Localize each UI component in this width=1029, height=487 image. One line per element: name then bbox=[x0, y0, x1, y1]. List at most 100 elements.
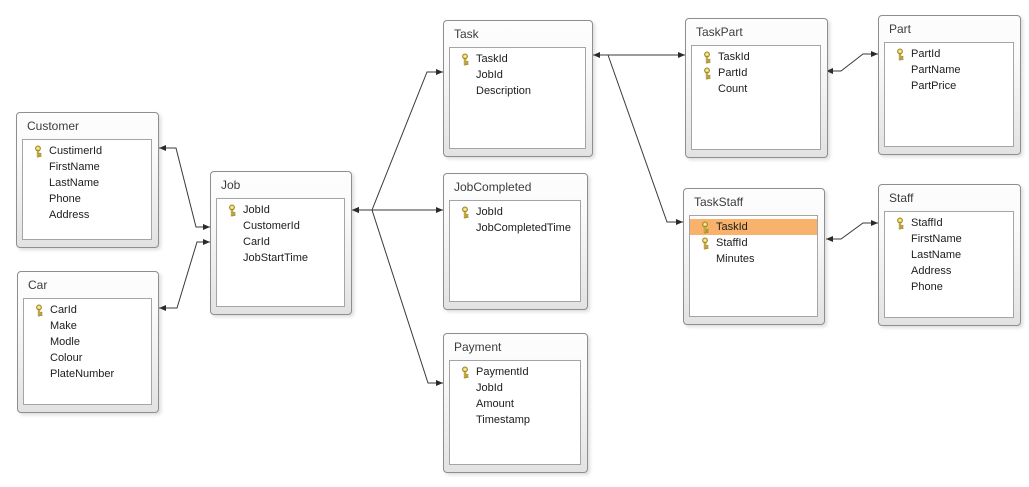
field-row-customer-phone[interactable]: Phone bbox=[23, 191, 151, 207]
relationship-arrowhead bbox=[871, 51, 878, 57]
table-title-jobcompleted[interactable]: JobCompleted bbox=[454, 180, 532, 194]
field-row-staff-address[interactable]: Address bbox=[885, 263, 1013, 279]
field-row-car-carid[interactable]: CarId bbox=[24, 302, 151, 318]
field-row-part-partid[interactable]: PartId bbox=[885, 46, 1013, 62]
field-name: PartId bbox=[718, 67, 748, 79]
field-row-job-jobid[interactable]: JobId bbox=[217, 202, 344, 218]
primary-key-icon bbox=[892, 48, 908, 61]
primary-key-icon bbox=[30, 145, 46, 158]
relationship-line-taskstaff-staff[interactable] bbox=[826, 220, 878, 242]
field-row-taskpart-taskid[interactable]: TaskId bbox=[692, 49, 820, 65]
field-row-task-description[interactable]: Description bbox=[450, 83, 585, 99]
table-title-customer[interactable]: Customer bbox=[27, 119, 80, 133]
field-row-jobcompleted-jobcompletedtime[interactable]: JobCompletedTime bbox=[450, 220, 580, 236]
field-row-taskstaff-taskid[interactable]: TaskId bbox=[690, 219, 817, 235]
primary-key-icon bbox=[31, 304, 47, 317]
field-row-task-taskid[interactable]: TaskId bbox=[450, 51, 585, 67]
relationship-arrowhead bbox=[678, 52, 685, 58]
field-row-staff-phone[interactable]: Phone bbox=[885, 279, 1013, 295]
field-row-payment-jobid[interactable]: JobId bbox=[450, 380, 580, 396]
field-row-taskpart-partid[interactable]: PartId bbox=[692, 65, 820, 81]
field-row-payment-paymentid[interactable]: PaymentId bbox=[450, 364, 580, 380]
relationship-line-taskpart-part[interactable] bbox=[826, 51, 878, 74]
field-row-car-make[interactable]: Make bbox=[24, 318, 151, 334]
field-name: Description bbox=[476, 85, 532, 97]
field-row-job-carid[interactable]: CarId bbox=[217, 234, 344, 250]
table-title-task[interactable]: Task bbox=[454, 27, 479, 41]
field-row-part-partprice[interactable]: PartPrice bbox=[885, 78, 1013, 94]
field-row-jobcompleted-jobid[interactable]: JobId bbox=[450, 204, 580, 220]
field-name: PlateNumber bbox=[50, 368, 115, 380]
table-title-job[interactable]: Job bbox=[221, 178, 241, 192]
field-row-car-platenumber[interactable]: PlateNumber bbox=[24, 366, 151, 382]
field-row-part-partname[interactable]: PartName bbox=[885, 62, 1013, 78]
field-row-job-jobstarttime[interactable]: JobStartTime bbox=[217, 250, 344, 266]
table-title-car[interactable]: Car bbox=[28, 278, 48, 292]
relationship-arrowhead bbox=[676, 219, 683, 225]
field-name: LastName bbox=[49, 177, 100, 189]
relationship-arrowhead bbox=[826, 68, 833, 74]
field-name: JobStartTime bbox=[243, 252, 309, 264]
primary-key-icon bbox=[699, 51, 715, 64]
field-name: TaskId bbox=[476, 53, 508, 65]
relationship-line-task-taskpart[interactable] bbox=[593, 52, 685, 58]
field-row-task-jobid[interactable]: JobId bbox=[450, 67, 585, 83]
relationship-line-job-task[interactable] bbox=[352, 69, 443, 213]
field-row-car-colour[interactable]: Colour bbox=[24, 350, 151, 366]
field-name: StaffId bbox=[716, 237, 748, 249]
field-name: Timestamp bbox=[476, 414, 530, 426]
relationship-line-job-payment[interactable] bbox=[352, 207, 443, 386]
table-title-staff[interactable]: Staff bbox=[889, 191, 914, 205]
field-row-staff-staffid[interactable]: StaffId bbox=[885, 215, 1013, 231]
relationship-line-task-taskstaff[interactable] bbox=[607, 54, 683, 225]
field-row-taskpart-count[interactable]: Count bbox=[692, 81, 820, 97]
field-row-taskstaff-staffid[interactable]: StaffId bbox=[690, 235, 817, 251]
field-row-taskstaff-minutes[interactable]: Minutes bbox=[690, 251, 817, 267]
field-row-job-customerid[interactable]: CustomerId bbox=[217, 218, 344, 234]
field-name: TaskId bbox=[718, 51, 750, 63]
relationship-line-customer-job[interactable] bbox=[159, 145, 210, 230]
field-name: CustimerId bbox=[49, 145, 103, 157]
field-row-staff-firstname[interactable]: FirstName bbox=[885, 231, 1013, 247]
table-title-payment[interactable]: Payment bbox=[454, 340, 502, 354]
primary-key-icon bbox=[892, 217, 908, 230]
field-row-customer-firstname[interactable]: FirstName bbox=[23, 159, 151, 175]
field-row-staff-lastname[interactable]: LastName bbox=[885, 247, 1013, 263]
primary-key-icon bbox=[457, 206, 473, 219]
field-row-customer-address[interactable]: Address bbox=[23, 207, 151, 223]
field-row-car-modle[interactable]: Modle bbox=[24, 334, 151, 350]
field-row-customer-custimerid[interactable]: CustimerId bbox=[23, 143, 151, 159]
table-title-part[interactable]: Part bbox=[889, 22, 912, 36]
field-row-payment-amount[interactable]: Amount bbox=[450, 396, 580, 412]
field-name: Modle bbox=[50, 336, 80, 348]
table-title-taskpart[interactable]: TaskPart bbox=[696, 25, 743, 39]
field-name: CustomerId bbox=[243, 220, 300, 232]
relationship-line-car-job[interactable] bbox=[159, 239, 210, 311]
field-name: JobCompletedTime bbox=[476, 222, 571, 234]
field-name: StaffId bbox=[911, 217, 943, 229]
relationship-arrowhead bbox=[593, 52, 600, 58]
field-row-customer-lastname[interactable]: LastName bbox=[23, 175, 151, 191]
field-row-payment-timestamp[interactable]: Timestamp bbox=[450, 412, 580, 428]
table-title-taskstaff[interactable]: TaskStaff bbox=[694, 195, 744, 209]
field-name: LastName bbox=[911, 249, 962, 261]
